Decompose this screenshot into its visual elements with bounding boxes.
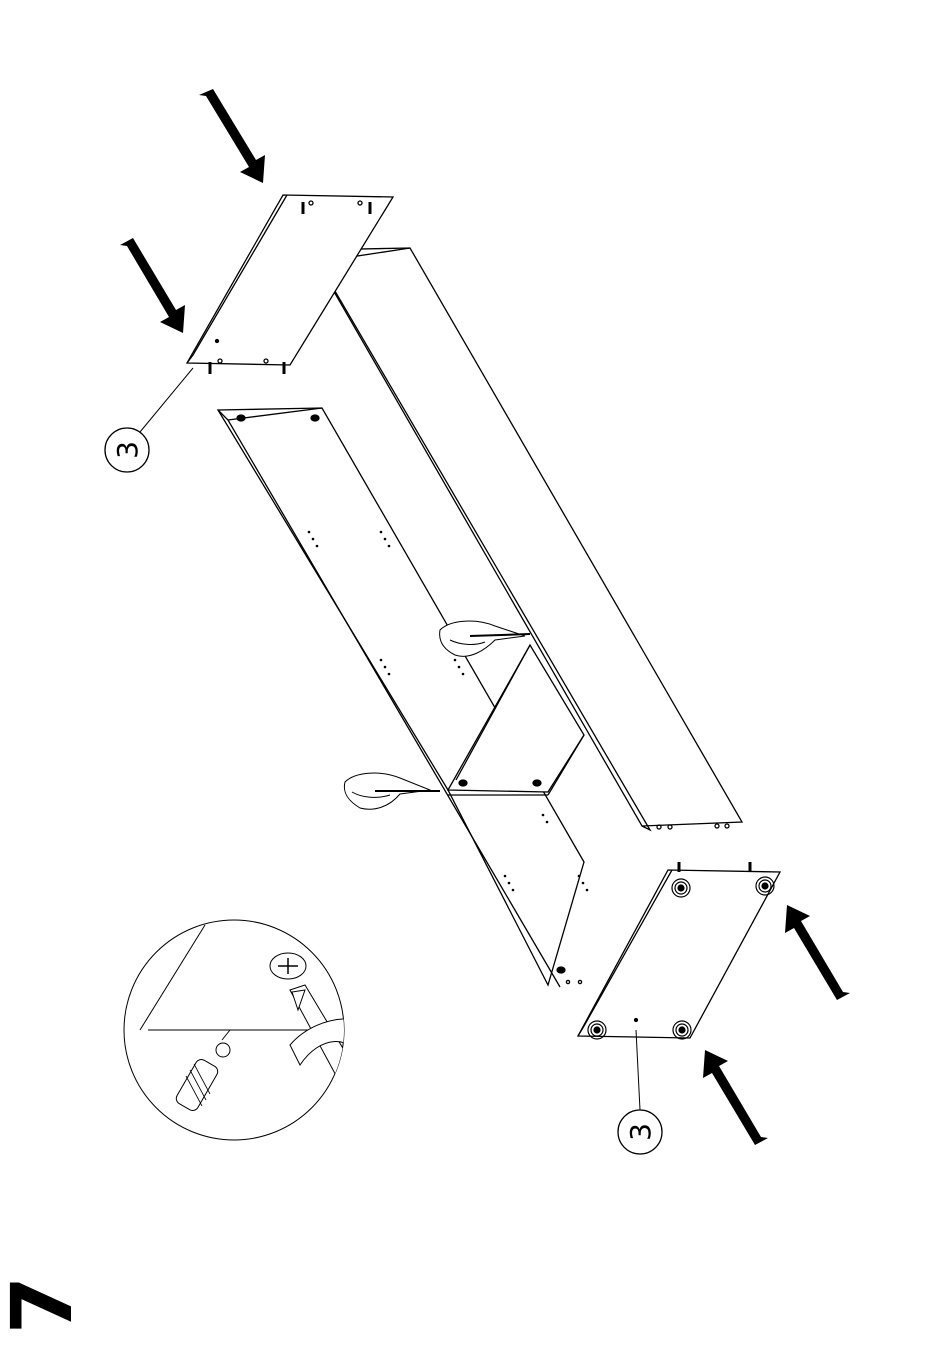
callout-lower: 3 [618,1030,662,1154]
push-arrow-icon [199,89,265,183]
step-number: 7 [0,1276,91,1334]
callout-label: 3 [111,441,144,459]
screwdriver-detail-icon [124,920,410,1140]
push-arrow-icon [703,1050,768,1145]
callout-label: 3 [624,1123,657,1141]
hand-pencil-icon [440,621,530,656]
push-arrow-icon [120,238,185,333]
callout-upper: 3 [105,368,193,472]
hand-pencil-icon [344,773,440,809]
push-arrow-icon [785,905,850,1000]
lower-side-panel [578,862,780,1039]
